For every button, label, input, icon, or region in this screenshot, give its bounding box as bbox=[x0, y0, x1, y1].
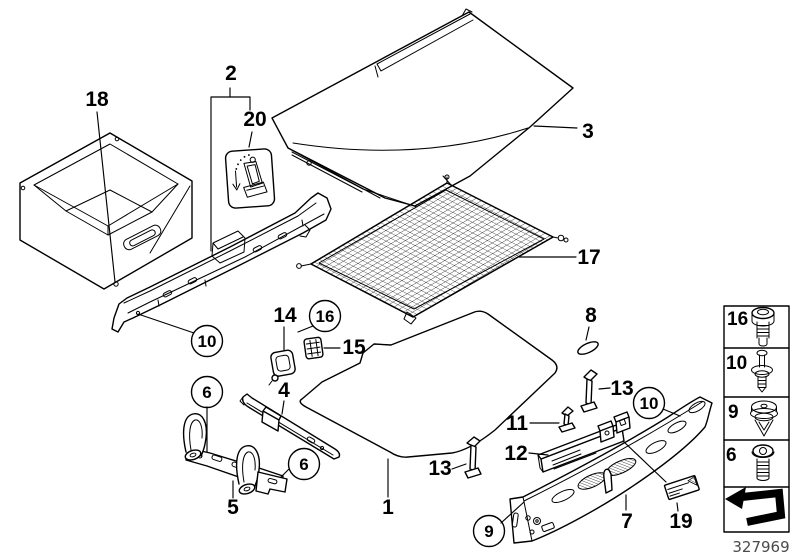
callout-17[interactable]: 17 bbox=[577, 246, 600, 269]
callout-labels: 18 2 20 3 17 8 14 15 4 5 1 13 13 11 12 7… bbox=[85, 62, 693, 548]
direction-arrow-icon bbox=[725, 487, 786, 526]
callout-14[interactable]: 14 bbox=[273, 304, 297, 327]
callout-10-circled-left[interactable]: 10 bbox=[190, 324, 224, 358]
callout-12[interactable]: 12 bbox=[504, 442, 527, 465]
sill-insert-bar-drawing bbox=[537, 411, 631, 473]
legend-row-16-label[interactable]: 16 bbox=[727, 309, 748, 330]
child-seat-label-drawing bbox=[224, 148, 276, 209]
legend-row-6-label[interactable]: 6 bbox=[726, 445, 737, 466]
callout-1[interactable]: 1 bbox=[382, 496, 394, 519]
push-clip-icon bbox=[750, 400, 778, 437]
callout-10-circled-right[interactable]: 10 bbox=[632, 386, 666, 420]
legend-row-10-label[interactable]: 10 bbox=[726, 353, 747, 374]
callout-6-circled-top[interactable]: 6 bbox=[190, 375, 224, 409]
trunk-floor-panel-drawing bbox=[299, 310, 558, 458]
bracket-13-right-drawing bbox=[580, 369, 598, 413]
callout-3[interactable]: 3 bbox=[582, 120, 594, 143]
callout-13-right[interactable]: 13 bbox=[610, 377, 633, 400]
cargo-net-drawing bbox=[296, 174, 569, 325]
clip-14-drawing bbox=[268, 349, 296, 386]
svg-text:6: 6 bbox=[202, 383, 211, 402]
callout-19[interactable]: 19 bbox=[669, 510, 692, 533]
callout-16-circled[interactable]: 16 bbox=[308, 299, 342, 333]
callout-5[interactable]: 5 bbox=[227, 496, 239, 519]
callout-2[interactable]: 2 bbox=[225, 62, 237, 85]
label-plate-drawing bbox=[663, 475, 700, 501]
mounting-rail-drawing bbox=[239, 393, 341, 460]
callout-18[interactable]: 18 bbox=[85, 88, 109, 111]
callout-15[interactable]: 15 bbox=[342, 336, 366, 359]
bracket-13-left-drawing bbox=[464, 436, 482, 479]
bolt-icon bbox=[751, 306, 775, 347]
bracket-assembly-drawing bbox=[182, 413, 288, 495]
clip-15-drawing bbox=[303, 336, 324, 360]
diagram-number: 327969 bbox=[732, 538, 789, 556]
svg-text:16: 16 bbox=[316, 307, 335, 326]
sill-strip-drawing bbox=[111, 192, 332, 333]
callout-13-left[interactable]: 13 bbox=[428, 457, 451, 480]
storage-box-drawing bbox=[19, 132, 193, 290]
loading-sill-trim-drawing bbox=[509, 396, 713, 544]
callout-6-circled-bottom[interactable]: 6 bbox=[287, 447, 321, 481]
leader-lines bbox=[96, 87, 681, 524]
callout-9-circled[interactable]: 9 bbox=[472, 514, 506, 548]
expansion-rivet-icon bbox=[751, 349, 773, 393]
callout-8[interactable]: 8 bbox=[585, 304, 597, 327]
callout-7[interactable]: 7 bbox=[621, 510, 633, 533]
svg-text:10: 10 bbox=[640, 394, 659, 413]
callout-20[interactable]: 20 bbox=[243, 108, 266, 131]
svg-text:9: 9 bbox=[484, 522, 493, 541]
legend-row-9-label[interactable]: 9 bbox=[728, 402, 739, 423]
callout-11[interactable]: 11 bbox=[506, 412, 529, 435]
fastener-legend-table: 16 10 9 6 bbox=[723, 305, 790, 533]
svg-text:6: 6 bbox=[299, 455, 308, 474]
oval-cap-drawing bbox=[577, 341, 599, 355]
svg-text:10: 10 bbox=[198, 332, 217, 351]
torx-screw-icon bbox=[751, 444, 775, 481]
shelf-tension-rod-drawing bbox=[291, 151, 418, 208]
callout-4[interactable]: 4 bbox=[278, 379, 290, 402]
parcel-shelf-drawing bbox=[271, 8, 574, 207]
bracket-11-drawing bbox=[558, 406, 576, 433]
